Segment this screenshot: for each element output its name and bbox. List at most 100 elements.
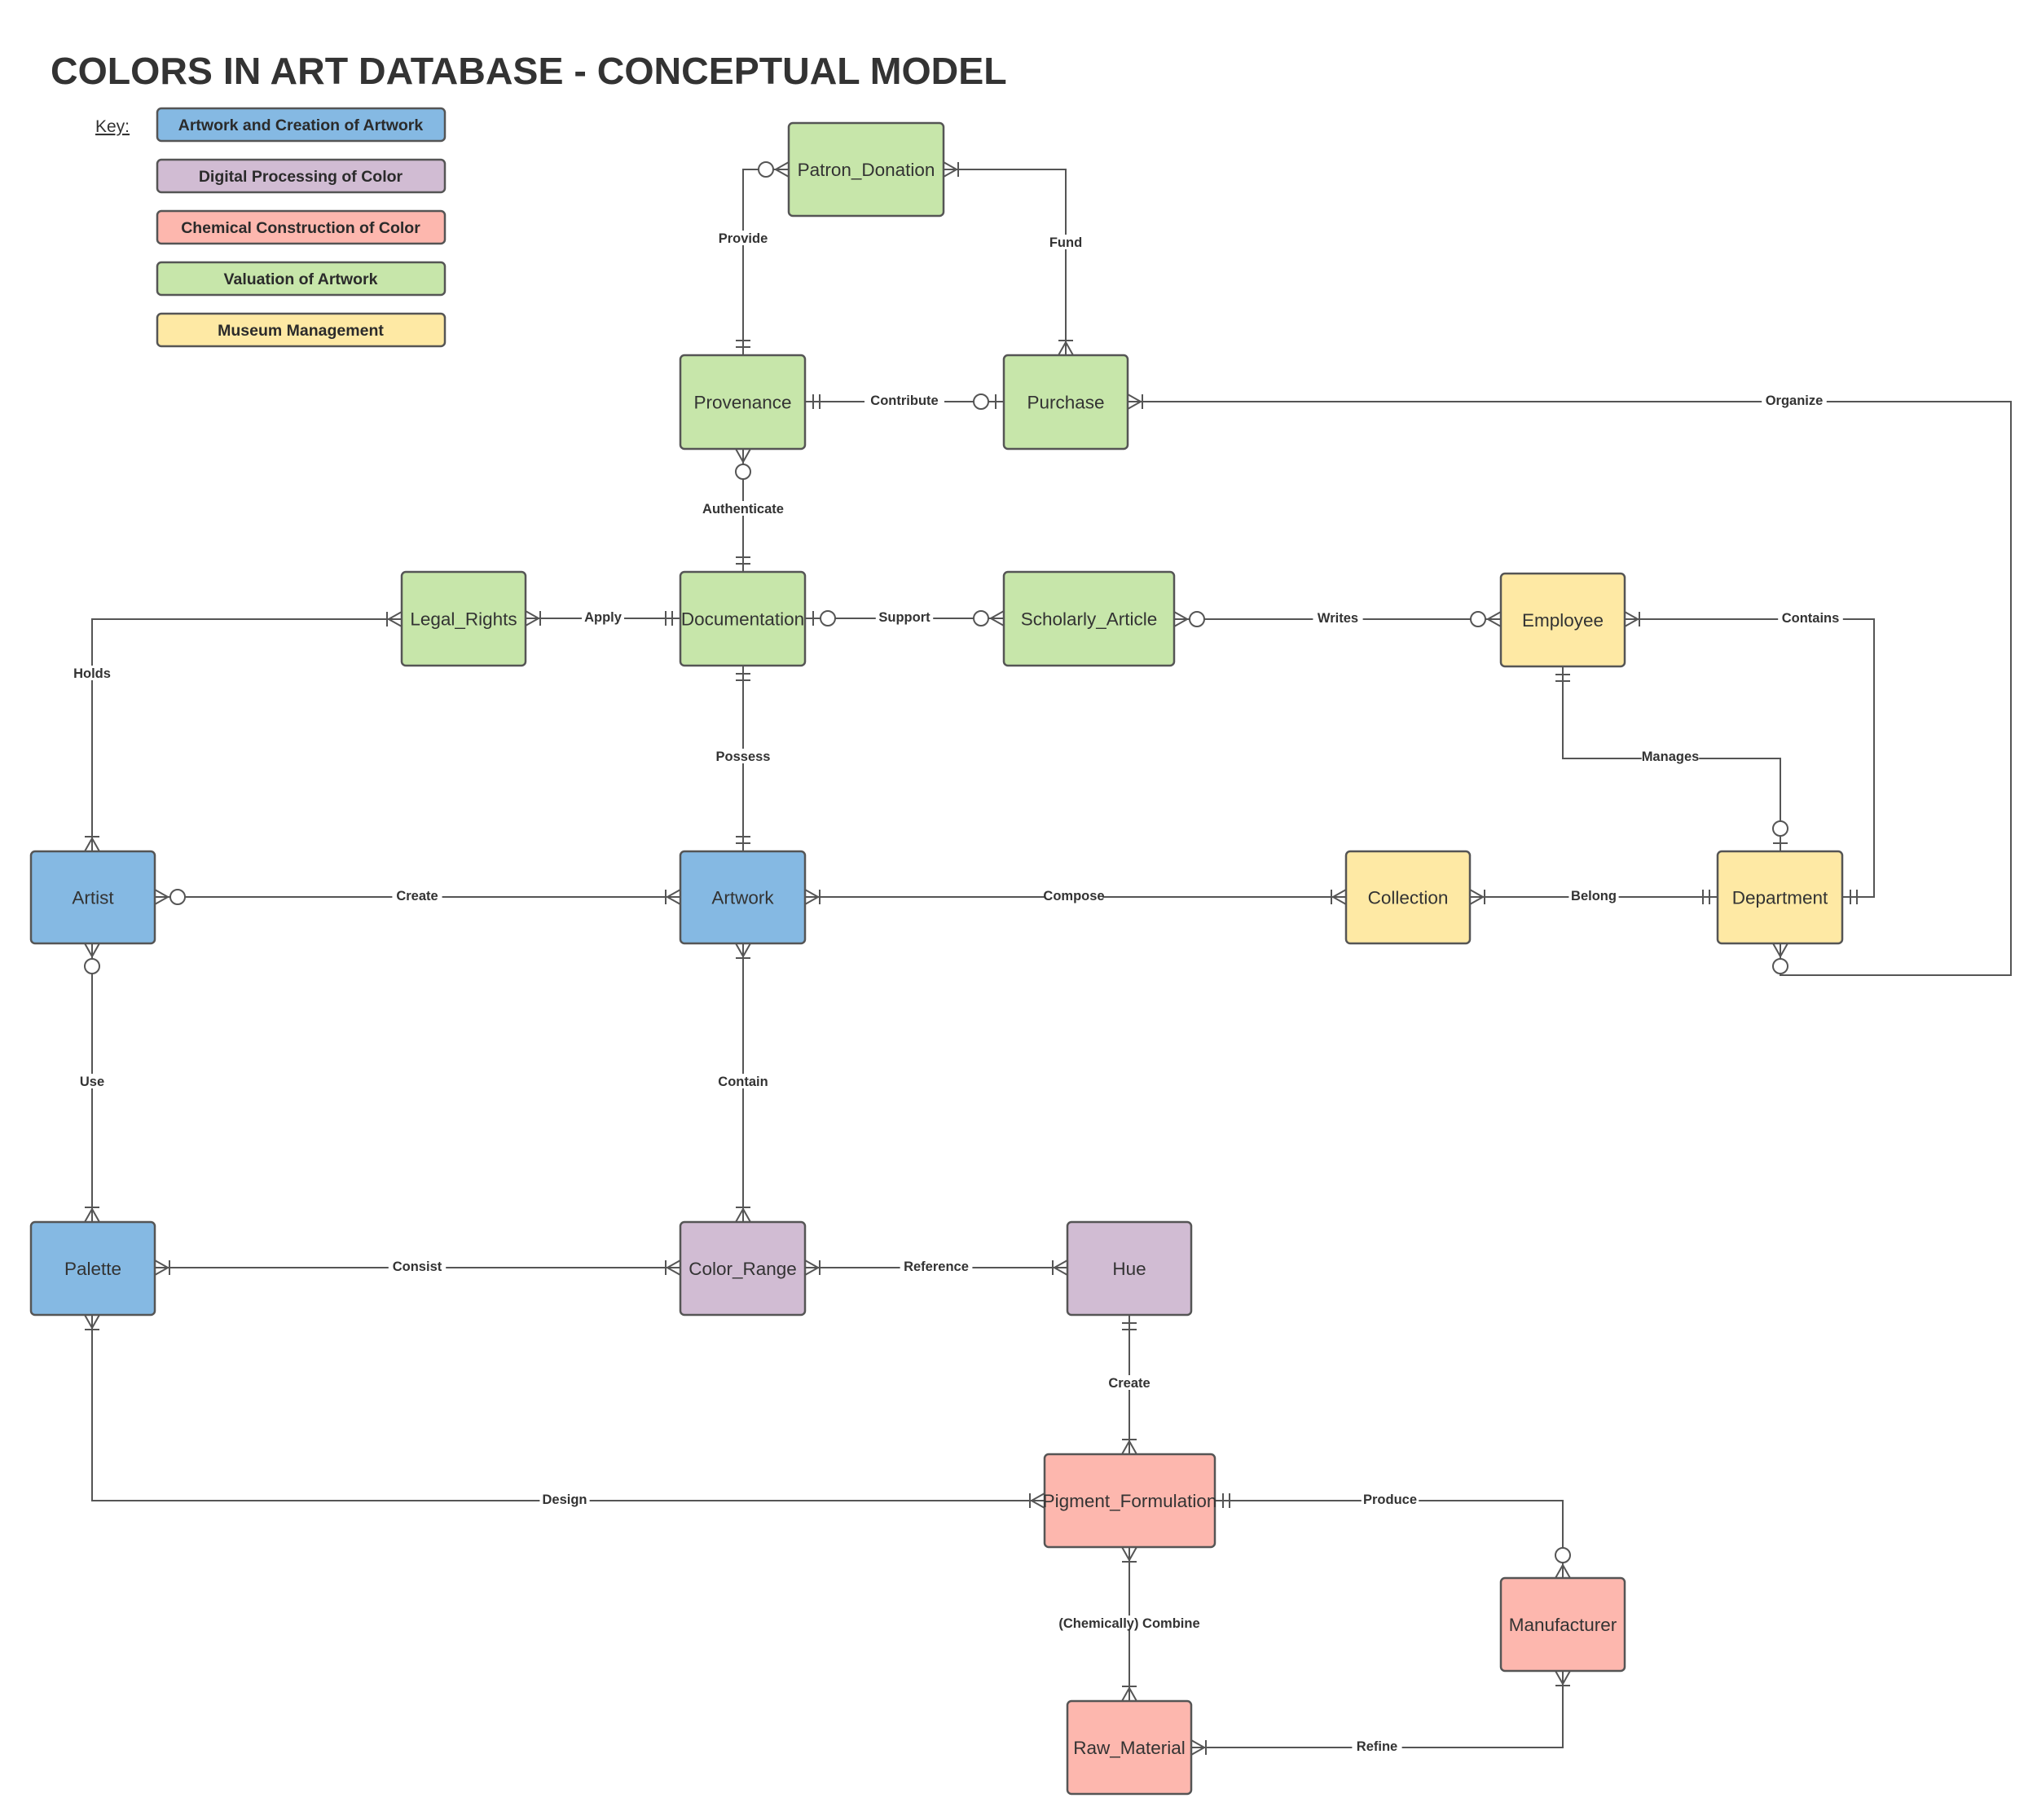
entity-box	[1344, 850, 1472, 945]
relationship-label: Design	[542, 1492, 587, 1507]
legend-label: Digital Processing of Color	[199, 168, 403, 186]
relationship-label-bg	[388, 1259, 447, 1273]
relationship-line	[91, 618, 402, 851]
crows-foot	[804, 1259, 819, 1268]
relationship-label-refine: Refine	[1352, 1739, 1402, 1754]
crows-foot	[1128, 1546, 1137, 1561]
relationship-line	[1625, 618, 1875, 898]
relationship-line	[1215, 1500, 1564, 1578]
entity-box	[1002, 570, 1176, 667]
relationship-label-bg	[1048, 235, 1084, 249]
relationship-label-authenticate: Authenticate	[695, 501, 791, 517]
relationship-label-bg	[1352, 1739, 1402, 1753]
crows-foot	[742, 943, 751, 957]
legend-label: Valuation of Artwork	[224, 270, 378, 288]
crows-foot	[1173, 618, 1188, 627]
crows-foot	[775, 169, 790, 178]
legend-item-artwork-and-creation-of-artwork: Artwork and Creation of Artwork	[156, 107, 447, 143]
relationship-label-bg	[1641, 749, 1700, 763]
relationship-label-design: Design	[539, 1492, 590, 1507]
entity-box	[1066, 1220, 1193, 1317]
crows-foot	[84, 1314, 93, 1329]
relationship-label-bg	[865, 393, 944, 407]
crows-foot	[1031, 1500, 1045, 1509]
entity-hue: Hue	[1066, 1220, 1193, 1317]
crows-foot	[1780, 943, 1788, 957]
cardinality-circle	[758, 161, 774, 178]
cardinality-circle	[820, 610, 836, 626]
relationship-label-bg	[1052, 1616, 1207, 1630]
crows-foot	[735, 1208, 744, 1223]
crows-foot	[1121, 1687, 1130, 1702]
entity-label: Raw_Material	[1073, 1738, 1186, 1758]
crows-foot	[84, 1208, 93, 1223]
relationship-line	[91, 1315, 1045, 1501]
legend-item-chemical-construction-of-color: Chemical Construction of Color	[156, 209, 447, 245]
relationship-line	[742, 169, 789, 355]
crows-foot	[1555, 1564, 1564, 1579]
relationship-label: Use	[80, 1075, 104, 1089]
entity-label: Pigment_Formulation	[1043, 1491, 1217, 1511]
crows-foot	[943, 161, 957, 170]
relationship-label-bg	[1045, 888, 1103, 903]
relationship-label: Produce	[1363, 1492, 1417, 1507]
relationship-label: Apply	[584, 610, 623, 625]
crows-foot	[667, 1259, 681, 1268]
crows-foot	[154, 1267, 169, 1276]
relationship-label: Writes	[1318, 611, 1358, 626]
crows-foot	[84, 837, 93, 852]
crows-foot	[1127, 393, 1142, 402]
cardinality-circle	[84, 958, 100, 974]
crows-foot	[1065, 341, 1074, 356]
relationship-label-bg	[582, 609, 624, 624]
crows-foot	[91, 837, 100, 852]
crows-foot	[742, 1208, 751, 1223]
crows-foot	[154, 889, 169, 898]
entity-label: Palette	[64, 1259, 121, 1279]
legend-label: Chemical Construction of Color	[181, 219, 420, 237]
relationship-label: Compose	[1043, 889, 1104, 903]
entity-label: Legal_Rights	[410, 609, 517, 630]
relationship-label-bg	[1361, 1492, 1419, 1506]
crows-foot	[742, 448, 751, 463]
crows-foot	[804, 896, 819, 905]
relationship-label-bg	[1104, 1375, 1155, 1390]
entity-raw-material: Raw_Material	[1066, 1699, 1193, 1796]
relationship-label-compose: Compose	[1043, 888, 1105, 903]
legend-item-valuation-of-artwork: Valuation of Artwork	[156, 261, 447, 297]
entity-label: Provenance	[693, 393, 791, 413]
cardinality-circle	[735, 464, 751, 480]
legend-swatch	[156, 261, 447, 297]
relationship-use	[84, 943, 100, 1223]
relationship-label: Authenticate	[702, 502, 784, 517]
crows-foot	[1487, 611, 1502, 620]
legend-item-museum-management: Museum Management	[156, 312, 447, 348]
entity-label: Artwork	[711, 888, 774, 908]
relationship-label-consist: Consist	[388, 1259, 447, 1274]
crows-foot	[775, 161, 790, 170]
entity-label: Scholarly_Article	[1021, 609, 1158, 630]
cardinality-circle	[973, 610, 989, 626]
entity-pigment-formulation: Pigment_Formulation	[1043, 1453, 1217, 1549]
crows-foot	[388, 611, 403, 620]
entity-box	[787, 121, 945, 218]
cardinality-circle	[1772, 958, 1788, 974]
relationship-label-bg	[71, 666, 113, 680]
entity-box	[679, 354, 807, 451]
relationship-provide	[736, 161, 790, 355]
relationship-line	[944, 169, 1067, 355]
relationship-label-bg	[714, 231, 772, 245]
cardinality-circle	[1189, 611, 1205, 627]
relationship-label-bg	[1762, 393, 1827, 407]
relationship-line	[1191, 1671, 1564, 1748]
crows-foot	[388, 618, 403, 627]
crows-foot	[91, 1208, 100, 1223]
entity-box	[679, 570, 807, 667]
entity-box	[29, 850, 156, 945]
crows-foot	[525, 610, 539, 619]
entity-provenance: Provenance	[679, 354, 807, 451]
relationship-label: Contain	[718, 1075, 768, 1089]
crows-foot	[804, 889, 819, 898]
